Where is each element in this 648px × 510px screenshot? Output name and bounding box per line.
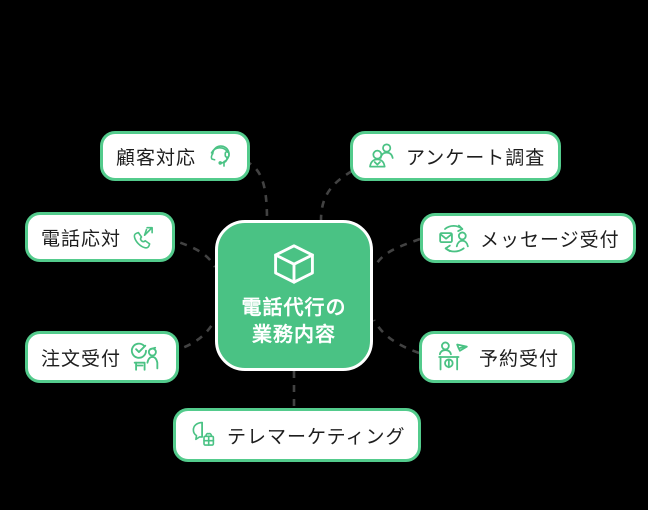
headset-operator-icon (210, 145, 230, 167)
connector-message (372, 237, 421, 269)
reception-desk-icon (438, 341, 468, 371)
node-telemarketing: テレマーケティング (173, 408, 422, 462)
center-node: 電話代行の 業務内容 (215, 220, 373, 371)
megaphone-icon (192, 421, 215, 446)
node-message-reception: メッセージ受付 (420, 213, 636, 263)
phone-outgoing-icon (133, 226, 153, 249)
people-group-icon (369, 143, 394, 168)
node-label: テレマーケティング (227, 426, 406, 448)
node-label: 注文受付 (41, 348, 122, 370)
message-sync-icon (439, 224, 469, 253)
center-title: 電話代行の 業務内容 (242, 295, 347, 349)
node-label: 予約受付 (479, 348, 560, 370)
node-label: アンケート調査 (406, 147, 546, 169)
node-survey: アンケート調査 (350, 131, 562, 181)
node-phone-answering: 電話応対 (25, 212, 176, 262)
node-label: 顧客対応 (116, 147, 197, 169)
node-label: 電話応対 (41, 228, 122, 250)
node-label: メッセージ受付 (480, 229, 620, 251)
center-title-line2: 業務内容 (252, 324, 336, 346)
node-reservation-reception: 予約受付 (419, 331, 576, 383)
cube-icon (274, 244, 314, 284)
connector-yoyaku (372, 319, 420, 355)
connector-enquete (319, 169, 353, 221)
node-order-reception: 注文受付 (25, 331, 180, 383)
order-check-icon (130, 342, 159, 371)
center-title-line1: 電話代行の (241, 297, 347, 319)
node-customer-support: 顧客対応 (100, 131, 251, 181)
